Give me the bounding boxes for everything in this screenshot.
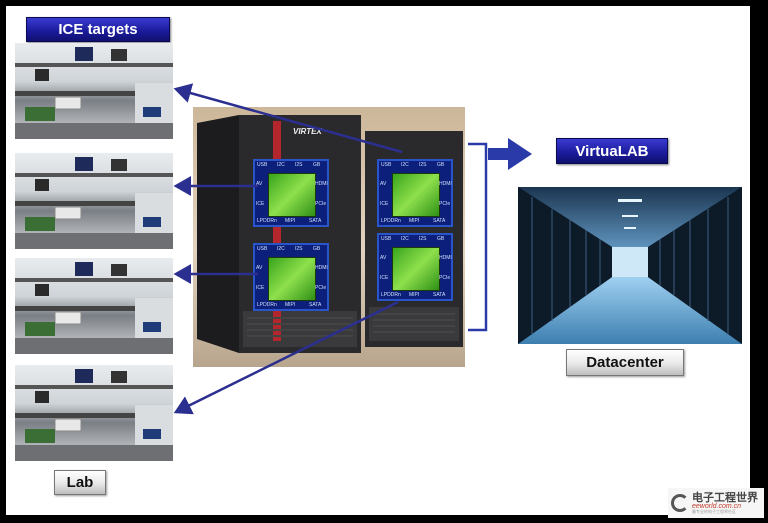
lab-photo-2 (15, 153, 173, 249)
pin-label: MIPI (409, 292, 420, 298)
pin-label: HDMI (315, 181, 328, 187)
fpga-chip (268, 173, 316, 217)
pin-label: ICE (380, 201, 389, 207)
pin-label: LPDDRn (381, 218, 401, 224)
eeworld-logo: 电子工程世界 eeworld.com.cn 最专业的电子工程师社区 (668, 488, 764, 518)
pin-label: ICE (256, 201, 265, 207)
pin-label: I2S (419, 162, 427, 168)
pin-label: GB (437, 236, 445, 242)
chip-panel-top-left: USB I2C I2S GB AV ICE HDMI PCIe LPDDRn M… (253, 159, 329, 227)
pin-label: GB (313, 246, 321, 252)
pin-label: SATA (433, 218, 446, 224)
lab-label: Lab (54, 470, 106, 495)
pin-label: HDMI (439, 255, 452, 261)
lab-photo-4 (15, 365, 173, 461)
pin-label: I2S (295, 246, 303, 252)
pin-label: I2C (401, 162, 409, 168)
pin-label: LPDDRn (381, 292, 401, 298)
server-photo: VIRTEX USB I2C I2S GB AV ICE HDMI PCIe L… (193, 107, 465, 367)
pin-label: PCIe (315, 285, 327, 291)
virtualab-label: VirtuaLAB (556, 138, 668, 164)
ice-targets-label: ICE targets (26, 17, 170, 42)
pin-label: GB (437, 162, 445, 168)
pin-label: I2C (277, 162, 285, 168)
pin-label: LPDDRn (257, 302, 277, 308)
pin-label: SATA (309, 218, 322, 224)
pin-label: USB (381, 162, 392, 168)
pin-label: ICE (256, 285, 265, 291)
pin-label: PCIe (315, 201, 327, 207)
chip-panel-bottom-left: USB I2C I2S GB AV ICE HDMI PCIe LPDDRn M… (253, 243, 329, 311)
datacenter-label: Datacenter (566, 349, 684, 376)
eeworld-logo-mark-icon (671, 494, 689, 512)
fpga-chip (268, 257, 316, 301)
pin-label: HDMI (315, 265, 328, 271)
lab-photo-3 (15, 258, 173, 354)
big-arrow-to-virtualab (488, 138, 532, 170)
pin-label: SATA (433, 292, 446, 298)
chip-panel-bottom-right: USB I2C I2S GB AV ICE HDMI PCIe LPDDRn M… (377, 233, 453, 301)
pin-label: PCIe (439, 201, 451, 207)
pin-label: MIPI (285, 302, 296, 308)
logo-en-text: eeworld.com.cn (692, 503, 742, 510)
pin-label: USB (257, 246, 268, 252)
pin-label: SATA (309, 302, 322, 308)
pin-label: USB (257, 162, 268, 168)
pin-label: HDMI (439, 181, 452, 187)
chip-panel-top-right: USB I2C I2S GB AV ICE HDMI PCIe LPDDRn M… (377, 159, 453, 227)
pin-label: I2S (295, 162, 303, 168)
pin-label: AV (256, 181, 263, 187)
fpga-chip (392, 247, 440, 291)
pin-label: AV (380, 255, 387, 261)
pin-label: LPDDRn (257, 218, 277, 224)
datacenter-photo (518, 187, 742, 344)
pin-label: ICE (380, 275, 389, 281)
pin-label: MIPI (409, 218, 420, 224)
logo-sub-text: 最专业的电子工程师社区 (692, 509, 736, 514)
lab-photo-1 (15, 43, 173, 139)
pin-label: I2C (277, 246, 285, 252)
pin-label: GB (313, 162, 321, 168)
logo-cn-text: 电子工程世界 (692, 491, 758, 504)
diagram-canvas: ICE targets (6, 6, 750, 515)
fpga-chip (392, 173, 440, 217)
pin-label: I2S (419, 236, 427, 242)
pin-label: MIPI (285, 218, 296, 224)
pin-label: PCIe (439, 275, 451, 281)
bracket (468, 142, 488, 332)
pin-label: I2C (401, 236, 409, 242)
pin-label: AV (380, 181, 387, 187)
brand-text: VIRTEX (293, 127, 322, 136)
pin-label: AV (256, 265, 263, 271)
pin-label: USB (381, 236, 392, 242)
